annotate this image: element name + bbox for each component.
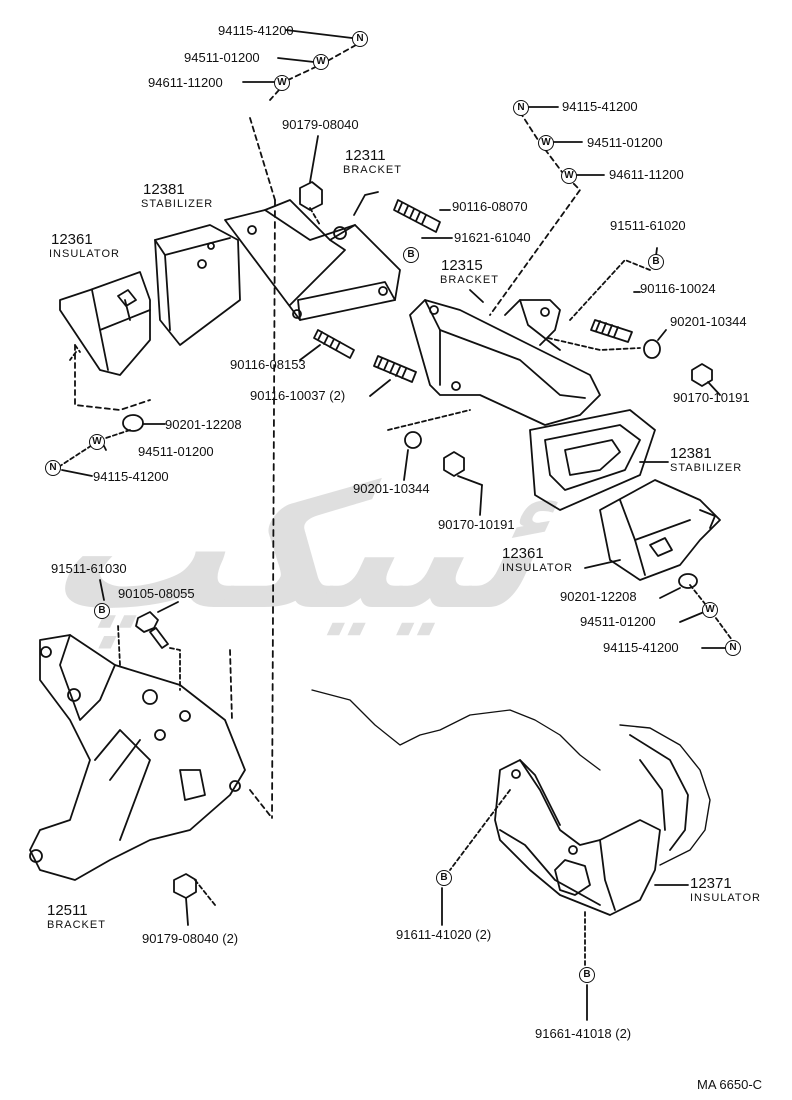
part-code: 91611-41020 (2): [396, 927, 492, 942]
part-name-insulator: INSULATOR: [49, 248, 120, 260]
washer-symbol: W: [274, 75, 290, 91]
part-name-stabilizer: STABILIZER: [670, 462, 743, 474]
part-code: 94511-01200: [184, 50, 260, 65]
part-number-12511: 12511: [47, 902, 88, 919]
part-code: 90201-12208: [165, 417, 242, 432]
part-code: 94511-01200: [138, 444, 214, 459]
part-code: 90170-10191: [438, 517, 515, 532]
part-code: 90201-10344: [353, 481, 430, 496]
part-name-bracket: BRACKET: [47, 919, 106, 931]
part-code: 90170-10191: [673, 390, 750, 405]
part-number-12371: 12371: [690, 875, 732, 892]
part-number-12315: 12315: [441, 257, 483, 274]
nut-symbol: N: [352, 31, 368, 47]
bolt-symbol: B: [94, 603, 110, 619]
part-code: 94115-41200: [603, 640, 679, 655]
part-code: 94115-41200: [93, 469, 169, 484]
part-code: 94115-41200: [218, 23, 294, 38]
part-code: 90116-10037 (2): [250, 388, 346, 403]
part-code: 90179-08040 (2): [142, 931, 239, 946]
part-code: 94611-11200: [148, 75, 223, 90]
part-name-bracket: BRACKET: [343, 164, 402, 176]
bolt-symbol: B: [648, 254, 664, 270]
nut-symbol: N: [725, 640, 741, 656]
nut-symbol: N: [513, 100, 529, 116]
bolt-symbol: B: [403, 247, 419, 263]
nut-symbol: N: [45, 460, 61, 476]
part-code: 90116-10024: [640, 281, 716, 296]
part-code: 94511-01200: [587, 135, 663, 150]
part-code: 90201-10344: [670, 314, 747, 329]
washer-symbol: W: [561, 168, 577, 184]
part-code: 91511-61020: [610, 218, 686, 233]
washer-symbol: W: [89, 434, 105, 450]
part-number-12381-right: 12381: [670, 445, 712, 462]
part-code: 90179-08040: [282, 117, 359, 132]
diagram-reference: MA 6650-C: [697, 1077, 763, 1092]
part-code: 94511-01200: [580, 614, 656, 629]
part-number-12381-left: 12381: [143, 181, 185, 198]
part-code: 91661-41018 (2): [535, 1026, 632, 1041]
washer-symbol: W: [538, 135, 554, 151]
part-code: 90105-08055: [118, 586, 195, 601]
part-name-stabilizer: STABILIZER: [141, 198, 214, 210]
part-code: 94115-41200: [562, 99, 638, 114]
washer-symbol: W: [702, 602, 718, 618]
part-number-12361-left: 12361: [51, 231, 93, 248]
part-code: 90116-08070: [452, 199, 528, 214]
part-code: 91511-61030: [51, 561, 127, 576]
part-number-12361-right: 12361: [502, 545, 544, 562]
bolt-symbol: B: [436, 870, 452, 886]
bolt-symbol: B: [579, 967, 595, 983]
part-name-insulator: INSULATOR: [690, 892, 761, 904]
part-code: 90201-12208: [560, 589, 637, 604]
part-code: 91621-61040: [454, 230, 531, 245]
part-code: 94611-11200: [609, 167, 684, 182]
part-name-bracket: BRACKET: [440, 274, 499, 286]
washer-symbol: W: [313, 54, 329, 70]
part-name-insulator: INSULATOR: [502, 562, 573, 574]
part-code: 90116-08153: [230, 357, 306, 372]
part-number-12311: 12311: [345, 147, 386, 164]
